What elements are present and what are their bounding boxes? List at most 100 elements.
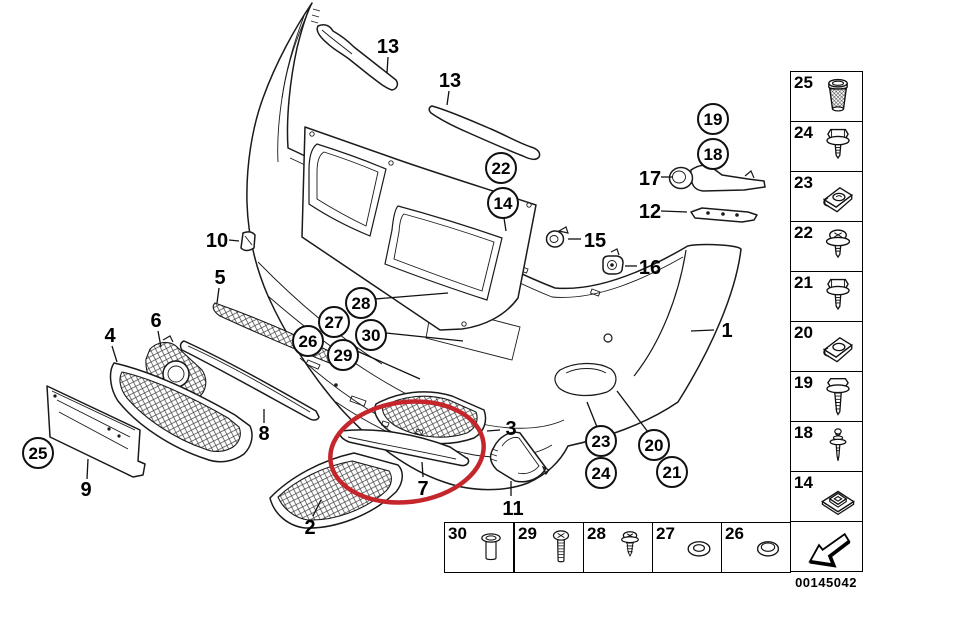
fastener-label: 23 bbox=[794, 173, 813, 192]
callout-29[interactable]: 29 bbox=[327, 339, 359, 371]
part-16-clip[interactable] bbox=[602, 248, 624, 275]
callout-22[interactable]: 22 bbox=[485, 152, 517, 184]
right-kidney-frame-inner bbox=[393, 213, 495, 292]
fog-opening-inner bbox=[167, 365, 185, 383]
fastener-label: 22 bbox=[794, 223, 813, 242]
fastener-cell-14[interactable]: 14 bbox=[790, 471, 863, 522]
side-blade-inner-line bbox=[633, 249, 687, 377]
callout-6[interactable]: 6 bbox=[150, 310, 161, 332]
callout-circle bbox=[585, 457, 617, 489]
callout-10[interactable]: 10 bbox=[206, 230, 228, 252]
callout-12[interactable]: 12 bbox=[639, 201, 661, 223]
callout-25[interactable]: 25 bbox=[22, 437, 54, 469]
part-3-lower-center-grille[interactable] bbox=[374, 391, 487, 445]
bracket-tab bbox=[744, 170, 755, 179]
part-13-gasket-strip-left[interactable] bbox=[316, 24, 399, 91]
hex-screw-long-icon bbox=[826, 377, 850, 416]
knurled-expansion-nut-icon bbox=[828, 78, 848, 112]
grille-mesh bbox=[277, 460, 392, 521]
pdc-sensor-hole bbox=[603, 333, 613, 343]
leader-line-10 bbox=[228, 239, 240, 242]
strip-outline bbox=[316, 24, 399, 91]
clip-ring bbox=[545, 230, 565, 248]
callout-13[interactable]: 13 bbox=[377, 36, 399, 58]
callout-label: 19 bbox=[704, 110, 723, 129]
fastener-cell-19[interactable]: 19 bbox=[790, 371, 863, 422]
part-2-lower-grille[interactable] bbox=[269, 452, 403, 529]
callout-5[interactable]: 5 bbox=[214, 267, 225, 289]
pan-head-screw-icon bbox=[552, 529, 570, 562]
fastener-cell-21[interactable]: 21 bbox=[790, 271, 863, 322]
strip-outline bbox=[339, 429, 470, 467]
callout-4[interactable]: 4 bbox=[104, 325, 116, 347]
callout-24[interactable]: 24 bbox=[585, 457, 617, 489]
callout-circle bbox=[22, 437, 54, 469]
callout-19[interactable]: 19 bbox=[697, 103, 729, 135]
part-15-clip[interactable] bbox=[545, 226, 569, 248]
part-grille-support-panel[interactable] bbox=[301, 126, 537, 331]
fastener-cell-29[interactable]: 29 bbox=[514, 522, 584, 573]
callout-9[interactable]: 9 bbox=[80, 479, 91, 501]
callout-2[interactable]: 2 bbox=[304, 517, 315, 539]
callout-21[interactable]: 21 bbox=[656, 456, 688, 488]
callout-16[interactable]: 16 bbox=[639, 257, 661, 279]
part-17-fog-lamp-bracket[interactable] bbox=[668, 164, 766, 192]
part-4-center-grille[interactable] bbox=[109, 362, 253, 463]
bracket-dot bbox=[706, 211, 710, 215]
fastener-label: 19 bbox=[794, 373, 813, 392]
part-8-trim-strip[interactable] bbox=[179, 340, 320, 421]
callout-label: 25 bbox=[29, 444, 48, 463]
leader-line-13 bbox=[446, 90, 450, 106]
fastener-cell-27[interactable]: 27 bbox=[652, 522, 722, 573]
callout-27[interactable]: 27 bbox=[318, 306, 350, 338]
callout-7[interactable]: 7 bbox=[417, 478, 428, 500]
callout-15[interactable]: 15 bbox=[584, 230, 606, 252]
duct-tip bbox=[541, 465, 550, 476]
callout-20[interactable]: 20 bbox=[638, 429, 670, 461]
fastener-cell-30[interactable]: 30 bbox=[444, 522, 514, 573]
fastener-cell-18[interactable]: 18 bbox=[790, 421, 863, 472]
callout-30[interactable]: 30 bbox=[355, 319, 387, 351]
reference-arrow-cell[interactable] bbox=[790, 521, 863, 572]
fastener-cell-24[interactable]: 24 bbox=[790, 121, 863, 172]
callout-17[interactable]: 17 bbox=[639, 168, 661, 190]
fastener-cell-25[interactable]: 25 bbox=[790, 71, 863, 122]
left-kidney-frame bbox=[308, 143, 387, 237]
part-9-license-plate-filler[interactable] bbox=[46, 385, 146, 478]
filler-groove bbox=[58, 411, 129, 450]
right-kidney-frame bbox=[384, 205, 503, 301]
part-13-gasket-strip-right[interactable] bbox=[428, 105, 541, 160]
callout-11[interactable]: 11 bbox=[502, 498, 523, 520]
clip-hole bbox=[607, 260, 617, 270]
fastener-label: 24 bbox=[794, 123, 813, 142]
callout-8[interactable]: 8 bbox=[258, 423, 269, 445]
callout-1[interactable]: 1 bbox=[721, 320, 732, 342]
callout-3[interactable]: 3 bbox=[505, 418, 516, 440]
leader-line-20 bbox=[616, 390, 649, 433]
fastener-cell-26[interactable]: 26 bbox=[721, 522, 791, 573]
fog-recess bbox=[554, 362, 617, 397]
callout-label: 12 bbox=[639, 201, 661, 223]
callout-circle bbox=[697, 103, 729, 135]
fastener-cell-23[interactable]: 23 bbox=[790, 171, 863, 222]
callout-28[interactable]: 28 bbox=[345, 287, 377, 319]
part-7-trim-strip-highlighted[interactable] bbox=[339, 420, 470, 467]
part-11-air-duct[interactable] bbox=[489, 431, 550, 483]
part-10-tow-hook-cap[interactable] bbox=[240, 231, 256, 252]
callout-label: 16 bbox=[639, 257, 661, 279]
fastener-cell-20[interactable]: 20 bbox=[790, 321, 863, 372]
callout-label: 15 bbox=[584, 230, 606, 252]
corner-arrow-icon bbox=[808, 532, 851, 568]
fastener-label: 30 bbox=[448, 524, 467, 543]
part-12-bracket[interactable] bbox=[690, 207, 758, 223]
callout-13[interactable]: 13 bbox=[439, 70, 461, 92]
callout-23[interactable]: 23 bbox=[585, 425, 617, 457]
support-panel-outline bbox=[301, 126, 537, 331]
fastener-cell-28[interactable]: 28 bbox=[583, 522, 653, 573]
callout-26[interactable]: 26 bbox=[292, 325, 324, 357]
callout-18[interactable]: 18 bbox=[697, 138, 729, 170]
fastener-cell-22[interactable]: 22 bbox=[790, 221, 863, 272]
duct-outline bbox=[489, 431, 547, 483]
callout-14[interactable]: 14 bbox=[487, 187, 519, 219]
